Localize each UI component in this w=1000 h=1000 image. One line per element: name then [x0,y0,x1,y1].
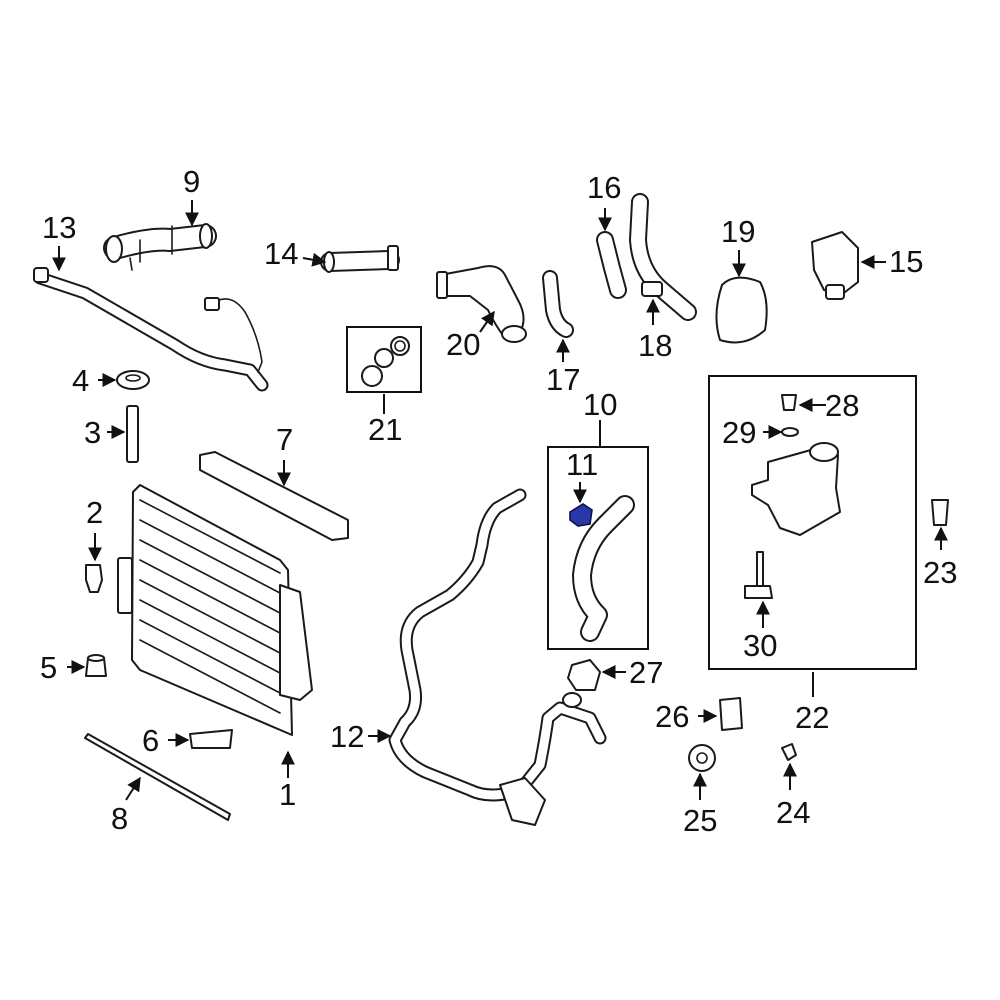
callout-25: 25 [683,803,717,838]
part-6-bracket [189,729,233,749]
part-13-coolant-pipe [33,267,269,392]
callout-30: 30 [743,628,777,663]
callout-21: 21 [368,412,402,447]
part-22-coolant-reservoir-assembly [708,375,917,670]
part-2-bolt [85,564,103,593]
part-19-engine-cover [715,276,768,344]
callout-4: 4 [72,363,89,398]
callout-23: 23 [923,555,957,590]
callout-16: 16 [587,170,621,205]
part-12-coolant-hose-assembly [388,488,607,826]
part-10-hose-assembly [547,446,649,650]
part-24-push-pin [781,743,797,761]
part-15-auxiliary-pump [811,231,859,300]
callout-10: 10 [583,387,617,422]
callout-5: 5 [40,650,57,685]
callout-13: 13 [42,210,76,245]
part-21-gasket-kit [346,326,422,393]
part-7-air-deflector [199,451,349,541]
callout-18: 18 [638,328,672,363]
callout-12: 12 [330,719,364,754]
part-23-bolt [931,499,949,526]
callout-15: 15 [889,244,923,279]
callout-3: 3 [84,415,101,450]
leader-lines [52,200,948,801]
callout-9: 9 [183,164,200,199]
callout-14: 14 [264,236,298,271]
part-26-connector [719,697,743,731]
callout-26: 26 [655,699,689,734]
part-18-coolant-outlet-pipe [629,193,697,321]
part-30-level-sensor [744,551,773,599]
callout-labels: 1 2 3 4 5 6 7 8 9 10 11 12 13 14 15 16 1… [40,164,957,838]
part-14-bypass-hose [320,245,400,273]
part-5-mount [85,654,107,677]
callout-11: 11 [566,447,598,482]
callout-19: 19 [721,214,755,249]
callout-7: 7 [276,422,293,457]
part-1-radiator [117,484,313,736]
part-16-coolant-pipe [596,231,627,299]
part-27-cap [567,659,601,691]
callout-8: 8 [111,801,128,836]
callout-24: 24 [776,795,810,830]
callout-29: 29 [722,415,756,450]
callout-20: 20 [446,327,480,362]
callout-27: 27 [629,655,663,690]
callout-2: 2 [86,495,103,530]
callout-1: 1 [279,777,296,812]
part-29-o-ring [781,427,799,437]
part-3-sensor [126,405,139,463]
callout-22: 22 [795,700,829,735]
part-17-coolant-hose [542,270,574,338]
part-4-grommet [116,370,150,390]
part-25-pulley [688,744,716,772]
part-11-hose-clamp-highlighted [569,503,593,527]
callout-17: 17 [546,362,580,397]
callout-6: 6 [142,723,159,758]
part-28-reservoir-cap [781,394,797,411]
part-9-upper-radiator-hose [103,223,217,271]
part-8-seal-strip [84,733,231,821]
callout-28: 28 [825,388,859,423]
